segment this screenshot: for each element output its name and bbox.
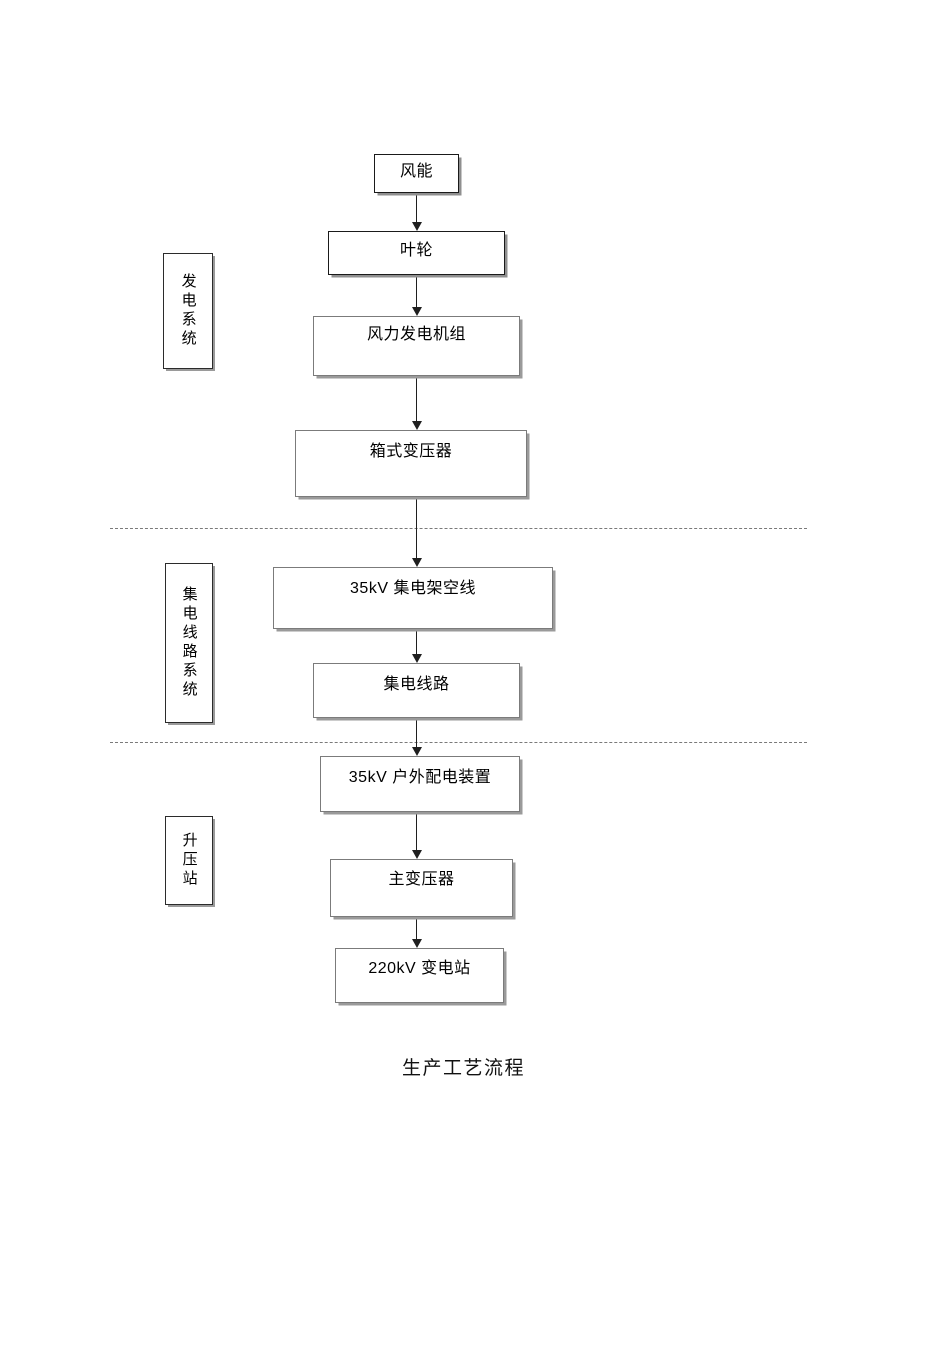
process-node-label: 集电线路 — [383, 676, 450, 693]
process-node-label: 风能 — [399, 163, 433, 180]
process-node-collection-line: 集电线路 — [313, 663, 520, 718]
connector-arrowhead — [411, 558, 422, 567]
process-node-label: 主变压器 — [388, 871, 455, 888]
connector-arrowhead — [411, 654, 422, 663]
connector-line — [416, 498, 417, 560]
section-label-text: 集电线路系统 — [180, 586, 198, 700]
connector-arrowhead — [411, 850, 422, 859]
section-label-power-generation-system: 发电系统 — [163, 253, 213, 369]
section-label-step-up-substation: 升压站 — [165, 816, 213, 905]
connector-arrowhead — [411, 939, 422, 948]
process-node-box-type-transformer: 箱式变压器 — [295, 430, 527, 497]
process-node-rotor: 叶轮 — [328, 231, 505, 275]
connector-line — [416, 376, 417, 423]
process-node-label: 220kV 变电站 — [368, 960, 471, 977]
process-node-label: 箱式变压器 — [369, 443, 453, 460]
process-node-label: 35kV 户外配电装置 — [348, 769, 492, 786]
figure-caption: 生产工艺流程 — [402, 1058, 526, 1079]
section-label-text: 升压站 — [180, 832, 198, 889]
section-divider — [110, 742, 807, 743]
process-node-label: 叶轮 — [399, 242, 433, 259]
connector-arrowhead — [411, 747, 422, 756]
connector-line — [416, 275, 417, 309]
process-node-main-transformer: 主变压器 — [330, 859, 513, 917]
connector-line — [416, 629, 417, 656]
process-node-outdoor-switchgear-35kv: 35kV 户外配电装置 — [320, 756, 520, 812]
connector-line — [416, 813, 417, 852]
process-node-wind-energy: 风能 — [374, 154, 459, 193]
connector-arrowhead — [411, 307, 422, 316]
connector-line — [416, 719, 417, 749]
section-label-text: 发电系统 — [179, 273, 197, 349]
section-label-collection-line-system: 集电线路系统 — [165, 563, 213, 723]
connector-line — [416, 918, 417, 941]
section-divider — [110, 528, 807, 529]
process-node-substation-220kv: 220kV 变电站 — [335, 948, 504, 1003]
process-node-overhead-collection-line-35kv: 35kV 集电架空线 — [273, 567, 553, 629]
process-node-label: 风力发电机组 — [366, 326, 466, 343]
connector-line — [416, 193, 417, 224]
process-node-wind-turbine-generator-set: 风力发电机组 — [313, 316, 520, 376]
connector-arrowhead — [411, 222, 422, 231]
process-node-label: 35kV 集电架空线 — [350, 580, 476, 597]
connector-arrowhead — [411, 421, 422, 430]
